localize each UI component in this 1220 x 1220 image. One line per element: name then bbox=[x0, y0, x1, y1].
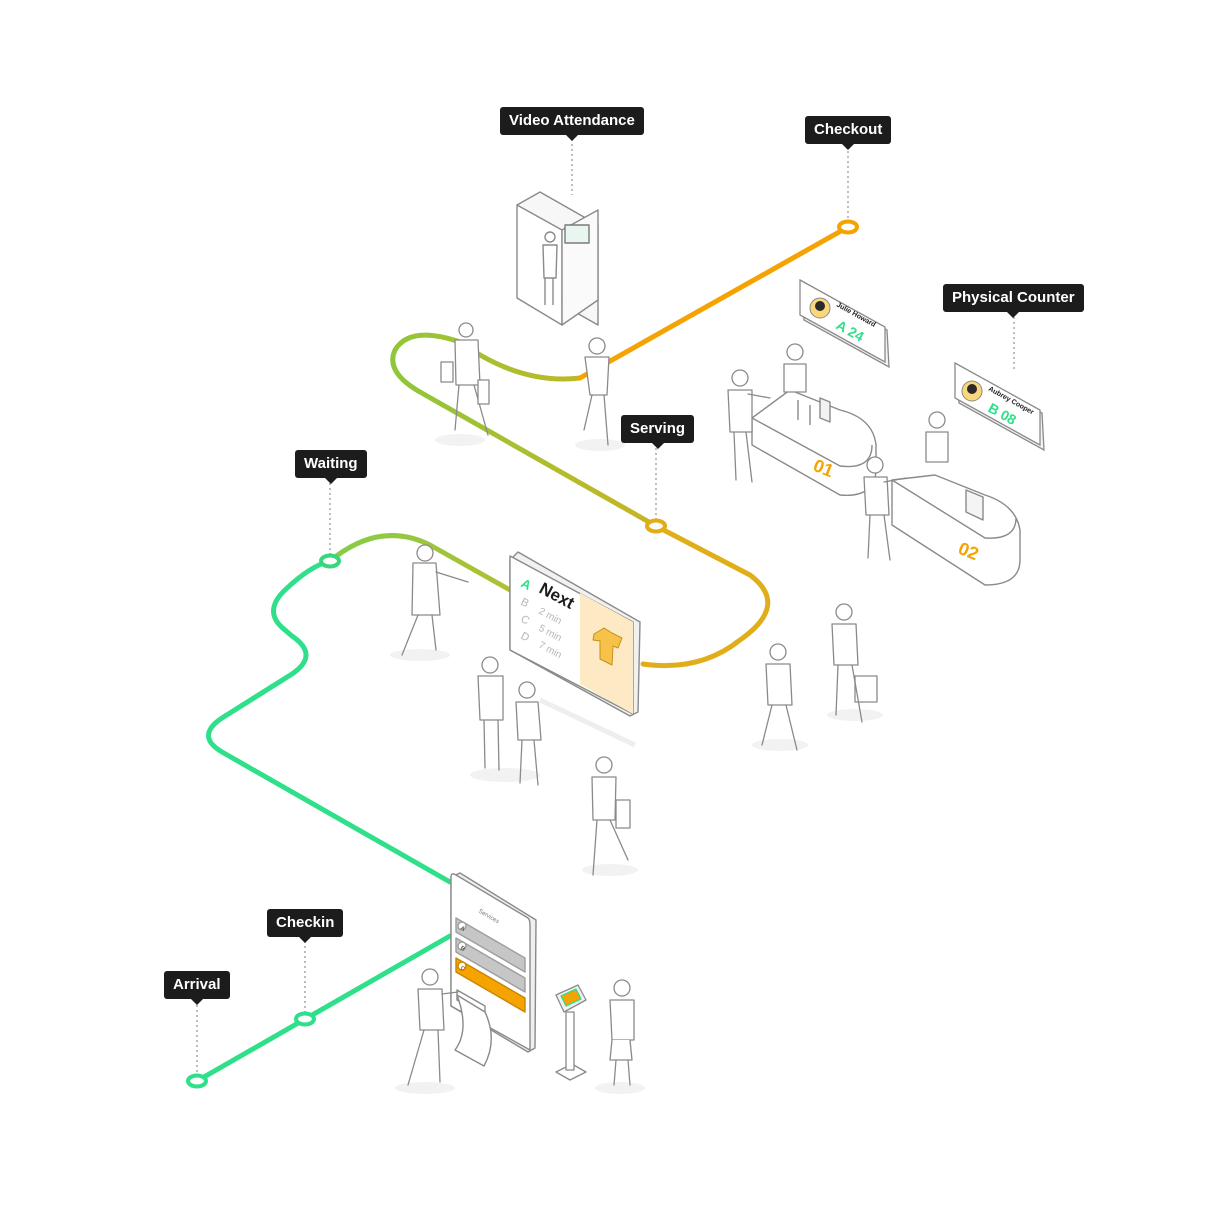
person bbox=[591, 756, 631, 876]
node-checkout bbox=[837, 219, 859, 235]
people bbox=[401, 322, 949, 1086]
person bbox=[783, 343, 807, 393]
counter-desks bbox=[751, 389, 1021, 586]
counter-sign-2: Aubrey Cooper B 08 bbox=[954, 361, 1045, 452]
stage-tag-checkout: Checkout bbox=[805, 116, 892, 150]
path-segment-arrival-checkin bbox=[194, 933, 453, 1084]
counter-desk-2 bbox=[891, 474, 1021, 586]
path-segment-checkin-waiting bbox=[206, 558, 453, 885]
floor-shadows bbox=[390, 434, 883, 1094]
video-booth bbox=[516, 191, 599, 326]
person bbox=[863, 456, 907, 561]
queue-board bbox=[509, 551, 641, 748]
leader-lines bbox=[196, 134, 1015, 1076]
person bbox=[831, 603, 878, 723]
person bbox=[609, 979, 635, 1086]
counter-desk-1 bbox=[751, 389, 877, 496]
path-segment-serving-video bbox=[390, 332, 659, 529]
journey-path bbox=[194, 224, 851, 1084]
node-serving bbox=[645, 518, 667, 534]
person bbox=[477, 656, 504, 771]
path-segment-video-checkout bbox=[577, 224, 851, 381]
person bbox=[401, 544, 469, 656]
path-segment-board-serving bbox=[640, 523, 771, 669]
kiosk-option-a: A bbox=[459, 926, 466, 934]
stage-tag-physical-counter: Physical Counter bbox=[943, 284, 1084, 318]
stage-tag-arrival: Arrival bbox=[164, 971, 230, 1005]
checkin-kiosk bbox=[450, 872, 537, 1067]
node-waiting bbox=[319, 553, 341, 569]
stage-tag-video-attendance: Video Attendance bbox=[500, 107, 644, 141]
person bbox=[515, 681, 542, 786]
person bbox=[583, 337, 610, 446]
person bbox=[727, 369, 771, 483]
stage-tag-serving: Serving bbox=[621, 415, 695, 449]
tablet-stand bbox=[555, 984, 587, 1081]
node-arrival bbox=[186, 1073, 208, 1089]
node-markers bbox=[186, 219, 859, 1089]
kiosk-option-c: C bbox=[459, 966, 466, 974]
node-checkin bbox=[294, 1011, 316, 1027]
stage-tag-waiting: Waiting bbox=[295, 450, 367, 484]
kiosk-option-b: B bbox=[459, 946, 466, 954]
person bbox=[925, 411, 949, 463]
person bbox=[761, 643, 798, 751]
path-segment-waiting-board bbox=[327, 533, 513, 593]
person bbox=[407, 968, 459, 1086]
counter-sign-1: Julie Howard A 24 bbox=[799, 278, 890, 369]
person bbox=[440, 322, 490, 436]
stage-tag-checkin: Checkin bbox=[267, 909, 344, 943]
